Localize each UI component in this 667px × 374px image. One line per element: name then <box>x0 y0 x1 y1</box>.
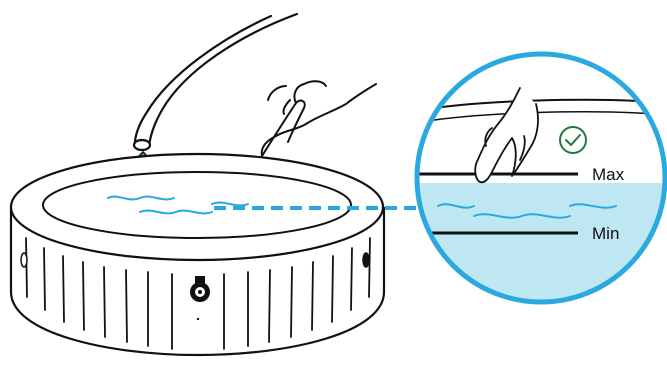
magnified-finger <box>474 87 539 184</box>
min-level-label: Min <box>592 224 619 243</box>
hand-knuckles <box>282 99 291 115</box>
hand-index-finger <box>261 99 306 157</box>
hot-tub-ribs <box>25 237 371 350</box>
pointing-hand-illustration <box>260 80 377 157</box>
check-circle-icon <box>559 126 587 154</box>
hot-tub-water-waves <box>107 195 249 215</box>
hot-tub <box>9 152 386 357</box>
hot-tub-right-fitting <box>362 252 370 268</box>
hot-tub-inner-opening <box>42 171 352 239</box>
magnified-detail: Max Min <box>414 51 667 305</box>
garden-hose <box>132 12 299 152</box>
hose-inner-edge <box>133 14 273 143</box>
max-level-label: Max <box>592 165 625 184</box>
hot-tub-valve <box>190 276 210 302</box>
hose-nozzle <box>132 138 152 152</box>
hose-outer-edge <box>147 12 299 149</box>
hand-finger-detail <box>267 85 287 101</box>
hot-tub-left-fitting <box>20 252 28 268</box>
hand-thumb <box>293 80 327 104</box>
magnifier-ring <box>414 51 667 305</box>
hand-palm <box>260 83 377 157</box>
magnified-water-waves <box>437 203 617 219</box>
